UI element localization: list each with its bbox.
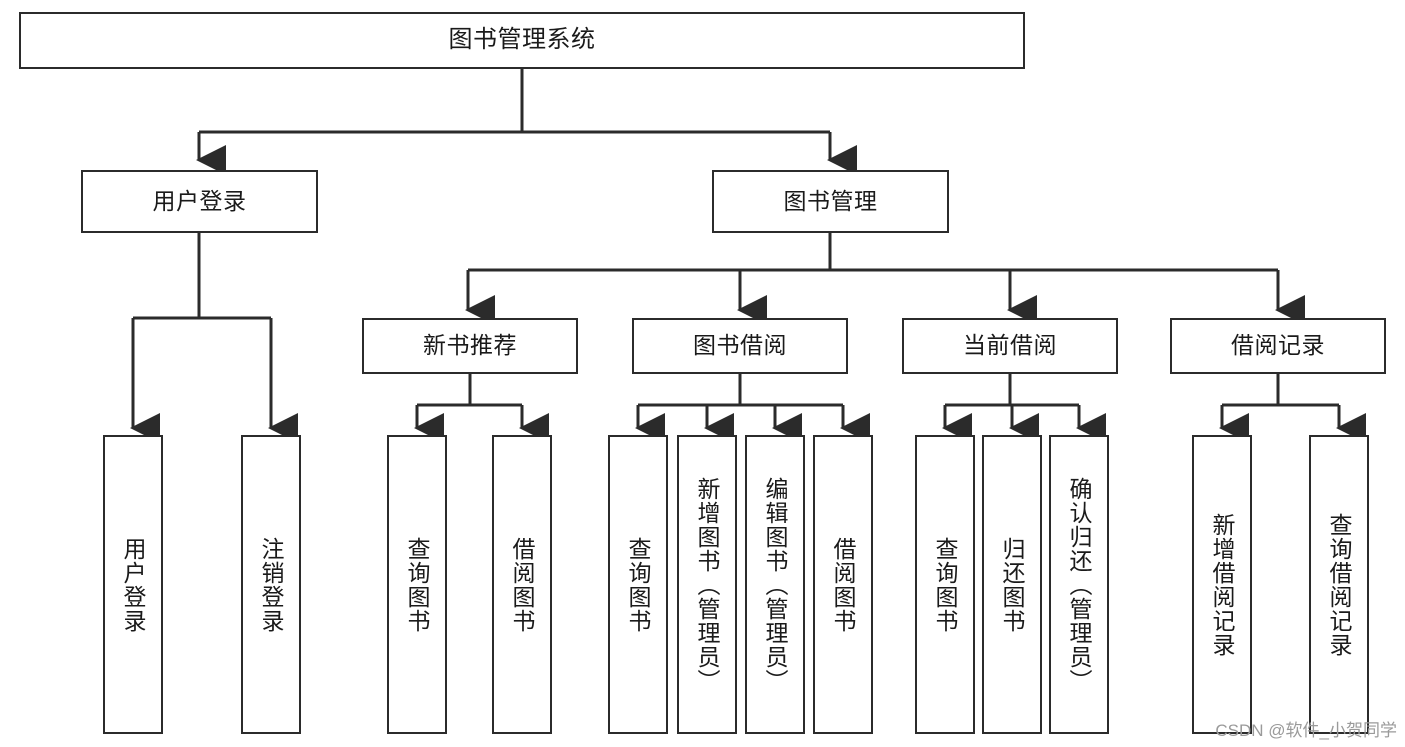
leaf-records-add-label: 新增借阅记录 (1209, 512, 1236, 657)
node-borrow-records[interactable]: 借阅记录 (1170, 318, 1386, 374)
leaf-borrow-edit-book-label: 编辑图书（管理员） (762, 476, 789, 693)
node-current-borrow-label: 当前借阅 (963, 332, 1057, 359)
leaf-new-book-query-label: 查询图书 (404, 536, 431, 633)
node-new-book-recommend[interactable]: 新书推荐 (362, 318, 578, 374)
leaf-current-confirm-return-label: 确认归还（管理员） (1066, 476, 1093, 693)
leaf-current-return-book-label: 归还图书 (999, 536, 1026, 633)
leaf-records-query-label: 查询借阅记录 (1326, 512, 1353, 657)
leaf-records-add[interactable]: 新增借阅记录 (1192, 435, 1252, 734)
leaf-borrow-add-book-label: 新增图书（管理员） (694, 476, 721, 693)
leaf-current-return-book[interactable]: 归还图书 (982, 435, 1042, 734)
node-user-login-label: 用户登录 (152, 187, 247, 214)
leaf-current-confirm-return[interactable]: 确认归还（管理员） (1049, 435, 1109, 734)
leaf-user-login-signout[interactable]: 注销登录 (241, 435, 301, 734)
node-user-login[interactable]: 用户登录 (81, 170, 318, 233)
node-book-borrow-label: 图书借阅 (693, 332, 787, 359)
leaf-new-book-borrow-label: 借阅图书 (509, 536, 536, 633)
leaf-new-book-borrow[interactable]: 借阅图书 (492, 435, 552, 734)
watermark: CSDN @软件_小贺同学 (1215, 721, 1397, 740)
leaf-new-book-query[interactable]: 查询图书 (387, 435, 447, 734)
node-borrow-records-label: 借阅记录 (1231, 332, 1325, 359)
node-book-management-label: 图书管理 (783, 187, 878, 214)
leaf-current-query-book[interactable]: 查询图书 (915, 435, 975, 734)
leaf-borrow-query-book[interactable]: 查询图书 (608, 435, 668, 734)
node-book-borrow[interactable]: 图书借阅 (632, 318, 848, 374)
leaf-borrow-edit-book[interactable]: 编辑图书（管理员） (745, 435, 805, 734)
node-current-borrow[interactable]: 当前借阅 (902, 318, 1118, 374)
leaf-user-login-signin-label: 用户登录 (120, 536, 147, 633)
leaf-borrow-query-book-label: 查询图书 (625, 536, 652, 633)
node-root-label: 图书管理系统 (448, 26, 596, 54)
node-root[interactable]: 图书管理系统 (19, 12, 1025, 69)
leaf-borrow-borrow-book[interactable]: 借阅图书 (813, 435, 873, 734)
node-book-management[interactable]: 图书管理 (712, 170, 949, 233)
leaf-borrow-add-book[interactable]: 新增图书（管理员） (677, 435, 737, 734)
node-new-book-recommend-label: 新书推荐 (423, 332, 517, 359)
leaf-borrow-borrow-book-label: 借阅图书 (830, 536, 857, 633)
leaf-current-query-book-label: 查询图书 (932, 536, 959, 633)
leaf-user-login-signin[interactable]: 用户登录 (103, 435, 163, 734)
leaf-user-login-signout-label: 注销登录 (258, 536, 285, 633)
leaf-records-query[interactable]: 查询借阅记录 (1309, 435, 1369, 734)
